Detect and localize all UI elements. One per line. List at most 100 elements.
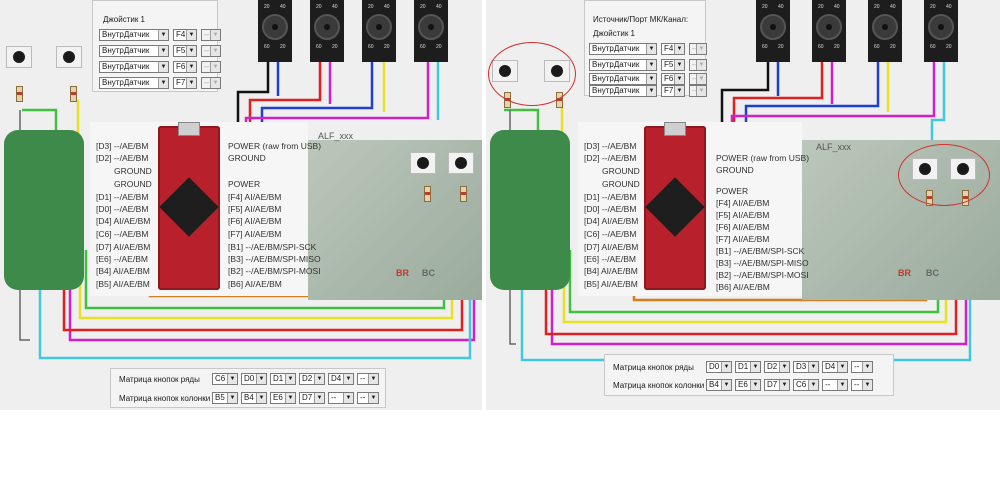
resistor: [424, 186, 431, 202]
push-button: [408, 146, 438, 176]
axis-row-2: ВнутрДатчик▼ F5▼ --▼: [589, 59, 707, 71]
chevron-down-icon: ▼: [750, 362, 760, 372]
chevron-down-icon: ▼: [158, 46, 168, 56]
chevron-down-icon: ▼: [210, 62, 220, 72]
port-select[interactable]: F5▼: [173, 45, 197, 57]
matrix-col-select[interactable]: --▼: [357, 392, 379, 404]
mcu-board: [644, 122, 706, 290]
port-select[interactable]: F7▼: [661, 85, 685, 97]
source-select[interactable]: ВнутрДатчик▼: [99, 77, 169, 89]
button-cap: [417, 157, 429, 169]
chevron-down-icon: ▼: [158, 78, 168, 88]
matrix-col-select[interactable]: B5▼: [212, 392, 238, 404]
select-value: ВнутрДатчик: [102, 62, 150, 71]
matrix-col-select[interactable]: B4▼: [241, 392, 267, 404]
button-cap: [13, 51, 25, 63]
chevron-down-icon: ▼: [696, 44, 706, 54]
axis-row-3: ВнутрДатчик ▼ F6▼ --▼: [99, 61, 221, 73]
axis-row-4: ВнутрДатчик▼ F7▼ --▼: [99, 77, 221, 89]
chevron-down-icon: ▼: [158, 62, 168, 72]
left-wiring-panel: Джойстик 1 ВнутрДатчик▼ F4▼ --▼ ВнутрДат…: [0, 0, 482, 410]
matrix-row-select[interactable]: D3▼: [793, 361, 819, 373]
matrix-row-select[interactable]: D4▼: [822, 361, 848, 373]
matrix-row-select[interactable]: --▼: [851, 361, 873, 373]
pin-label: GROUND: [114, 179, 152, 189]
chevron-down-icon: ▼: [343, 393, 353, 403]
select-value: --: [204, 78, 210, 87]
joystick-pcb: [4, 130, 84, 290]
channel-select[interactable]: --▼: [201, 61, 221, 73]
resistor: [70, 86, 77, 102]
pin-label: GROUND: [602, 166, 640, 176]
source-select[interactable]: ВнутрДатчик▼: [99, 45, 169, 57]
encoder-mark: 20: [264, 4, 270, 10]
chevron-down-icon: ▼: [186, 62, 196, 72]
axis-row-2: ВнутрДатчик▼ F5▼ --▼: [99, 45, 221, 57]
encoder-knob: [760, 14, 786, 40]
matrix-row-select[interactable]: --▼: [357, 373, 379, 385]
source-select[interactable]: ВнутрДатчик▼: [589, 73, 657, 85]
pin-label: [B3] --/AE/BM/SPI-MISO: [228, 254, 321, 264]
matrix-col-select[interactable]: B4▼: [706, 379, 732, 391]
port-select[interactable]: F6▼: [173, 61, 197, 73]
port-select[interactable]: F4▼: [173, 29, 197, 41]
encoder-mark: 40: [778, 4, 784, 10]
matrix-col-select[interactable]: D7▼: [299, 392, 325, 404]
channel-select[interactable]: --▼: [689, 59, 707, 71]
select-value: F4: [176, 30, 186, 39]
matrix-row-select[interactable]: D0▼: [706, 361, 732, 373]
source-select[interactable]: ВнутрДатчик▼: [589, 43, 657, 55]
channel-select[interactable]: --▼: [201, 45, 221, 57]
resistor: [16, 86, 23, 102]
select-value: ВнутрДатчик: [102, 30, 150, 39]
port-select[interactable]: F4▼: [661, 43, 685, 55]
chevron-down-icon: ▼: [674, 86, 684, 96]
matrix-col-select[interactable]: E6▼: [735, 379, 761, 391]
chevron-down-icon: ▼: [696, 74, 706, 84]
matrix-row-select[interactable]: C6▼: [212, 373, 238, 385]
source-select[interactable]: ВнутрДатчик ▼: [99, 61, 169, 73]
matrix-row-select[interactable]: D0▼: [241, 373, 267, 385]
channel-select[interactable]: --▼: [689, 73, 707, 85]
source-select[interactable]: ВнутрДатчик▼: [589, 85, 657, 97]
pin-label: [D1] --/AE/BM: [584, 192, 637, 202]
pin-label: [D0] --/AE/BM: [584, 204, 637, 214]
chevron-down-icon: ▼: [721, 362, 731, 372]
matrix-col-select[interactable]: C6▼: [793, 379, 819, 391]
matrix-row-select[interactable]: D1▼: [270, 373, 296, 385]
source-select[interactable]: ВнутрДатчик▼: [99, 29, 169, 41]
mcu-chip: [645, 177, 705, 237]
select-value: D2: [767, 362, 778, 371]
source-select[interactable]: ВнутрДатчик▼: [589, 59, 657, 71]
chevron-down-icon: ▼: [674, 60, 684, 70]
matrix-row-select[interactable]: D2▼: [764, 361, 790, 373]
chevron-down-icon: ▼: [186, 46, 196, 56]
matrix-col-select[interactable]: E6▼: [270, 392, 296, 404]
select-value: --: [692, 60, 696, 69]
port-select[interactable]: F6▼: [661, 73, 685, 85]
matrix-col-select[interactable]: D7▼: [764, 379, 790, 391]
select-value: E6: [738, 380, 748, 389]
matrix-row-select[interactable]: D2▼: [299, 373, 325, 385]
matrix-row-select[interactable]: D4▼: [328, 373, 354, 385]
channel-select[interactable]: --▼: [689, 85, 707, 97]
matrix-col-select[interactable]: --▼: [328, 392, 354, 404]
encoder-mark: 20: [332, 44, 338, 50]
port-select[interactable]: F5▼: [661, 59, 685, 71]
port-select[interactable]: F7▼: [173, 77, 197, 89]
channel-select[interactable]: --▼: [201, 77, 221, 89]
channel-select[interactable]: --▼: [689, 43, 707, 55]
matrix-row-select[interactable]: D1▼: [735, 361, 761, 373]
usb-connector: [664, 122, 686, 136]
axis-row-1: ВнутрДатчик▼ F4▼ --▼: [99, 29, 221, 41]
chevron-down-icon: ▼: [285, 393, 295, 403]
channel-select[interactable]: --▼: [201, 29, 221, 41]
pin-label: [B6] AI/AE/BM: [716, 282, 770, 292]
encoder-mark: 20: [874, 4, 880, 10]
encoder-mark: 40: [384, 4, 390, 10]
matrix-col-select[interactable]: --▼: [822, 379, 848, 391]
matrix-col-select[interactable]: --▼: [851, 379, 873, 391]
highlight-circle: [898, 144, 990, 206]
